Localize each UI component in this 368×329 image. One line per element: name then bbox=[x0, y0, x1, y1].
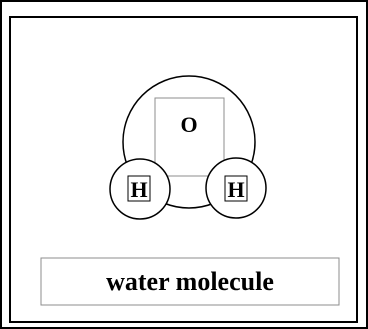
hydrogen-right-label-box bbox=[224, 175, 248, 202]
hydrogen-left-atom-circle bbox=[109, 158, 171, 220]
hydrogen-left-label: H bbox=[130, 177, 147, 202]
hydrogen-left-label-box bbox=[127, 175, 151, 202]
hydrogen-right-atom-circle bbox=[205, 157, 267, 219]
hydrogen-right-label: H bbox=[227, 177, 244, 202]
caption-label: water molecule bbox=[106, 267, 274, 296]
oxygen-label-box bbox=[154, 97, 225, 177]
caption-box bbox=[40, 257, 340, 306]
oxygen-label: O bbox=[180, 112, 197, 137]
inner-frame bbox=[9, 16, 358, 323]
